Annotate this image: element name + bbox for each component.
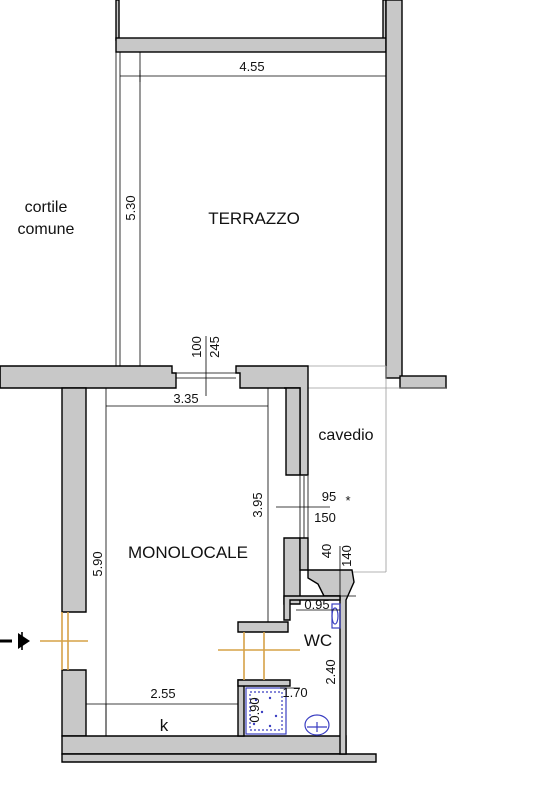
dim-wc-width: 0.95 — [304, 597, 329, 612]
room-label-terrace: TERRAZZO — [208, 209, 300, 228]
dim-kitchen-width: 2.55 — [150, 686, 175, 701]
dim-bath-depth: 0.90 — [247, 697, 262, 722]
dim-bath-width: 1.70 — [282, 685, 307, 700]
dim-40: 40 — [319, 544, 334, 558]
dim-marker: * — [345, 493, 350, 508]
door-swings — [40, 612, 300, 680]
area-label-courtyard-line2: comune — [18, 221, 75, 238]
shower-tray-icon — [245, 687, 287, 735]
dim-studio-depth: 5.90 — [90, 551, 105, 576]
room-label-studio: MONOLOCALE — [128, 543, 248, 562]
terrace-lines — [115, 52, 446, 573]
area-label-lightwell: cavedio — [318, 427, 373, 444]
sink-icon — [331, 603, 341, 629]
building-walls — [0, 365, 377, 763]
dim-window-150: 150 — [314, 510, 336, 525]
terrace-walls — [115, 0, 447, 389]
entrance-arrow-icon — [0, 632, 30, 650]
dimension-lines — [205, 336, 356, 736]
dim-wc-depth: 2.40 — [323, 659, 338, 684]
dim-opening-100: 100 — [189, 336, 204, 358]
window-bands — [176, 372, 330, 538]
dim-window-95: 95 — [322, 489, 336, 504]
dim-140: 140 — [339, 545, 354, 567]
studio-inner-lines — [86, 388, 269, 736]
toilet-icon — [304, 714, 330, 736]
area-label-courtyard-line1: cortile — [25, 199, 68, 216]
dim-opening-245: 245 — [207, 336, 222, 358]
room-label-wc: WC — [304, 631, 332, 650]
dim-studio-width-top: 3.35 — [173, 391, 198, 406]
room-label-kitchen: k — [160, 716, 169, 735]
dim-studio-right-depth: 3.95 — [250, 492, 265, 517]
dim-terrace-depth: 5.30 — [123, 195, 138, 220]
dim-terrace-width: 4.55 — [239, 59, 264, 74]
